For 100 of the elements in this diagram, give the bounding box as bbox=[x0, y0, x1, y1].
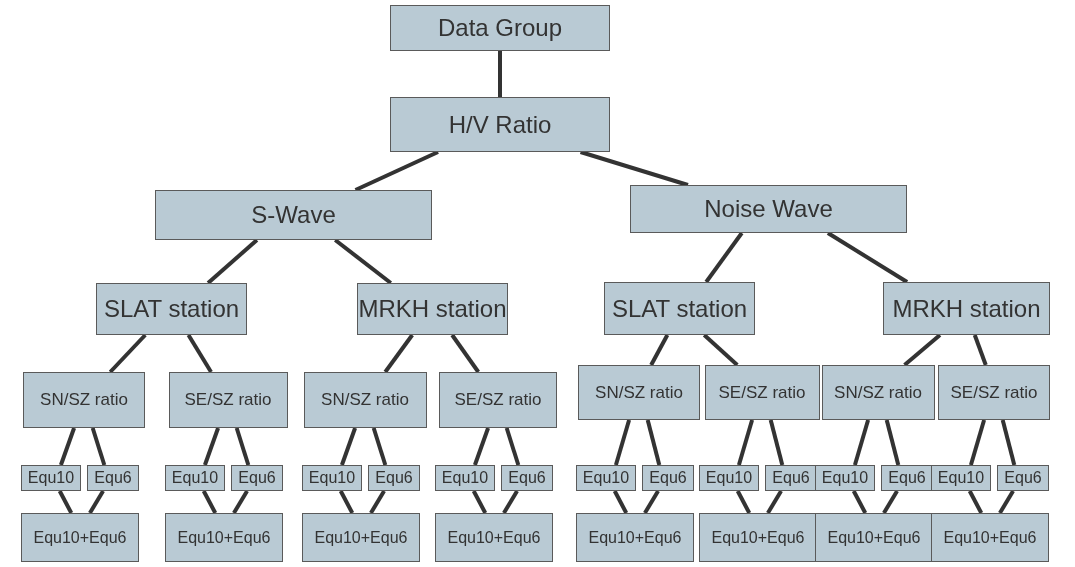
ratio-box bbox=[23, 372, 145, 428]
node-label: SE/SZ ratio bbox=[184, 390, 272, 410]
category-box bbox=[96, 283, 247, 335]
connector-line bbox=[969, 419, 986, 466]
connector-line bbox=[826, 231, 909, 284]
node-label: SN/SZ ratio bbox=[40, 390, 128, 410]
node-label: Equ10+Equ6 bbox=[447, 528, 541, 547]
connector-line bbox=[702, 333, 739, 367]
connector-line bbox=[579, 150, 689, 187]
connector-line bbox=[972, 334, 988, 366]
node-label: Equ10+Equ6 bbox=[827, 528, 921, 547]
node-label: Equ10 bbox=[937, 469, 985, 487]
node-label: SE/SZ ratio bbox=[950, 382, 1038, 403]
node-label: Equ10+Equ6 bbox=[711, 528, 805, 547]
node-label: Equ10 bbox=[441, 469, 489, 487]
node-label: Equ10 bbox=[308, 469, 356, 487]
connector-line bbox=[203, 427, 220, 466]
connector-line bbox=[853, 419, 870, 466]
connector-line bbox=[108, 333, 147, 374]
node-label: Equ10 bbox=[821, 469, 869, 487]
connector-line bbox=[851, 490, 868, 514]
equation-box bbox=[501, 465, 553, 491]
category-box bbox=[604, 282, 755, 335]
node-label: Data Group bbox=[437, 14, 563, 42]
connector-line bbox=[383, 333, 414, 374]
connector-line bbox=[737, 419, 754, 466]
connector-line bbox=[59, 427, 76, 466]
node-label: MRKH station bbox=[358, 295, 507, 323]
equation-box bbox=[931, 513, 1049, 562]
node-label: Noise Wave bbox=[704, 195, 833, 223]
node-label: Equ6 bbox=[508, 469, 546, 487]
connector-line bbox=[338, 490, 355, 514]
category-box bbox=[630, 185, 907, 233]
connector-line bbox=[735, 490, 752, 514]
equation-box bbox=[435, 465, 495, 491]
equation-box bbox=[576, 513, 694, 562]
connector-line bbox=[340, 427, 357, 466]
node-label: SLAT station bbox=[611, 294, 748, 323]
equation-box bbox=[642, 465, 694, 491]
connector-line bbox=[371, 427, 388, 466]
connector-line bbox=[234, 427, 251, 466]
node-label: Equ10 bbox=[582, 469, 630, 487]
node-label: Equ10+Equ6 bbox=[314, 528, 408, 547]
node-label: Equ6 bbox=[649, 469, 687, 487]
node-label: SN/SZ ratio bbox=[834, 382, 922, 403]
category-box bbox=[390, 97, 610, 152]
equation-box bbox=[815, 513, 933, 562]
node-label: SLAT station bbox=[103, 295, 240, 323]
connector-line bbox=[473, 427, 490, 466]
connector-line bbox=[766, 489, 783, 515]
ratio-box bbox=[821, 365, 935, 420]
equation-box bbox=[21, 465, 81, 491]
node-label: Equ6 bbox=[375, 469, 413, 487]
equation-box bbox=[576, 465, 636, 491]
node-label: Equ10+Equ6 bbox=[943, 528, 1037, 547]
connector-line bbox=[206, 238, 259, 285]
node-label: Equ10+Equ6 bbox=[177, 528, 271, 547]
equation-box bbox=[435, 513, 553, 562]
connector-line bbox=[502, 489, 519, 515]
connector-line bbox=[201, 490, 218, 514]
ratio-box bbox=[704, 365, 820, 420]
connector-line bbox=[612, 490, 629, 514]
connector-line bbox=[903, 333, 942, 367]
equation-box bbox=[699, 465, 759, 491]
connector-line bbox=[884, 419, 901, 466]
connector-line bbox=[649, 334, 670, 366]
node-label: Equ6 bbox=[238, 469, 276, 487]
connector-line bbox=[504, 427, 521, 466]
ratio-box bbox=[578, 365, 700, 420]
connector-line bbox=[354, 150, 439, 192]
node-label: SE/SZ ratio bbox=[454, 390, 542, 410]
equation-box bbox=[765, 465, 817, 491]
connector-line bbox=[57, 490, 74, 514]
connector-line bbox=[998, 489, 1015, 515]
connector-line bbox=[768, 419, 785, 466]
connector-line bbox=[369, 489, 386, 515]
equation-box bbox=[165, 465, 225, 491]
connector-line bbox=[333, 238, 393, 285]
node-label: Equ10 bbox=[27, 469, 75, 487]
connector-line bbox=[643, 489, 660, 515]
node-label: Equ10 bbox=[171, 469, 219, 487]
ratio-box bbox=[303, 372, 427, 428]
equation-box bbox=[21, 513, 139, 562]
connector-line bbox=[232, 489, 249, 515]
equation-box bbox=[302, 465, 362, 491]
node-label: Equ6 bbox=[1004, 469, 1042, 487]
connector-line bbox=[645, 419, 662, 466]
ratio-box bbox=[439, 372, 557, 428]
connector-line bbox=[614, 419, 631, 466]
node-label: Equ10 bbox=[705, 469, 753, 487]
connector-line bbox=[88, 489, 105, 515]
node-label: Equ10+Equ6 bbox=[588, 528, 682, 547]
equation-box bbox=[165, 513, 283, 562]
equation-box bbox=[368, 465, 420, 491]
category-box bbox=[357, 283, 508, 335]
node-label: MRKH station bbox=[892, 294, 1041, 323]
connector-line bbox=[186, 333, 213, 374]
node-label: SN/SZ ratio bbox=[321, 390, 409, 410]
node-label: S-Wave bbox=[251, 201, 336, 229]
equation-box bbox=[881, 465, 933, 491]
